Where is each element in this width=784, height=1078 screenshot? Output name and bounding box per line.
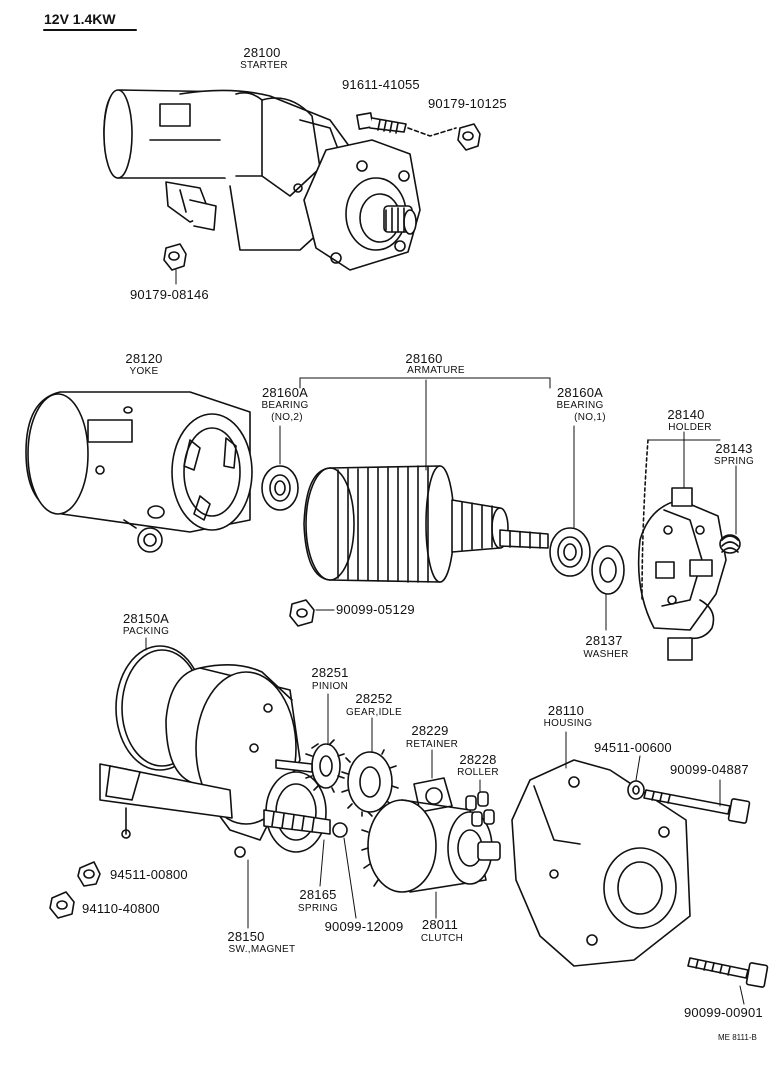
nut-b-icon (49, 891, 75, 919)
sw-magnet-name: SW.,MAGNET (228, 944, 296, 955)
housing-number: 28110 (547, 703, 585, 718)
brush-spring-number: 28143 (715, 441, 753, 456)
bolt-bottom-number: 90099-00901 (684, 1005, 763, 1020)
bearing1-name: BEARING (556, 400, 604, 411)
starter-name: STARTER (240, 60, 288, 71)
bearing1-number: 28160A (556, 385, 604, 400)
bearing-no1 (549, 527, 591, 577)
pinion-number: 28251 (311, 665, 349, 680)
bolt-top-number: 91611-41055 (342, 77, 420, 92)
clutch-number: 28011 (421, 917, 459, 932)
brush-holder (637, 439, 727, 661)
housing-part (511, 759, 691, 967)
sw-magnet-number: 28150 (227, 929, 265, 944)
retainer-name: RETAINER (405, 739, 459, 750)
washer-b-number: 94511-00800 (110, 867, 188, 882)
yoke (25, 391, 253, 553)
idle-gear-name: GEAR,IDLE (345, 707, 403, 718)
brush-spring (719, 534, 741, 554)
bearing2-note: (NO,2) (271, 412, 303, 423)
bearing2-name: BEARING (261, 400, 309, 411)
clutch-name: CLUTCH (420, 933, 464, 944)
bearing2-number: 28160A (261, 385, 309, 400)
armature (303, 465, 549, 583)
pinion-name: PINION (311, 681, 349, 692)
assembly-dashed-leader (407, 127, 457, 137)
starter-assembly (103, 89, 421, 271)
ball-number: 90099-12009 (324, 919, 404, 934)
bolt-long-number: 90099-04887 (670, 762, 749, 777)
armature-name: ARMATURE (407, 365, 465, 376)
washer-part (591, 545, 625, 595)
starter-number: 28100 (243, 45, 281, 60)
retainer-number: 28229 (411, 723, 449, 738)
magnet-spring-name: SPRING (297, 903, 339, 914)
housing-name: HOUSING (543, 718, 593, 729)
bearing1-note: (NO,1) (574, 412, 606, 423)
nut-left-number: 90179-08146 (130, 287, 209, 302)
washer-a-number: 94511-00600 (594, 740, 672, 755)
roller-name: ROLLER (457, 767, 499, 778)
nut-mid-number: 90099-05129 (336, 602, 415, 617)
nut-b-number: 94110-40800 (82, 901, 160, 916)
yoke-number: 28120 (125, 351, 163, 366)
magnet-spring-number: 28165 (299, 887, 337, 902)
brush-spring-name: SPRING (713, 456, 755, 467)
nut-left-icon (163, 243, 187, 271)
washer-name: WASHER (583, 649, 629, 660)
yoke-name: YOKE (129, 366, 159, 377)
rollers (465, 791, 495, 827)
idle-gear-number: 28252 (355, 691, 393, 706)
bolt-bottom-icon (687, 957, 769, 988)
steel-ball (332, 822, 348, 838)
packing-number: 28150A (122, 611, 170, 626)
magnet-switch (99, 664, 331, 858)
washer-number: 28137 (585, 633, 623, 648)
roller-number: 28228 (459, 752, 497, 767)
starter-nameplate (159, 103, 191, 127)
bolt-top-icon (356, 112, 407, 134)
packing-name: PACKING (122, 626, 170, 637)
bearing-no2 (261, 465, 299, 511)
nut-top-icon (457, 123, 481, 151)
yoke-nameplate (87, 419, 133, 443)
spec-header: 12V 1.4KW (44, 11, 116, 27)
washer-small-icon (627, 780, 645, 800)
clutch-assembly (361, 799, 501, 893)
pinion-gear (275, 739, 345, 793)
nut-mid-icon (289, 599, 315, 627)
footer-reference: ME 8111-B (718, 1033, 757, 1042)
washer-b-icon (77, 861, 101, 887)
holder-number: 28140 (667, 407, 705, 422)
bolt-long-icon (643, 789, 751, 824)
armature-number: 28160 (405, 351, 443, 366)
holder-name: HOLDER (668, 422, 712, 433)
nut-top-number: 90179-10125 (428, 96, 507, 111)
